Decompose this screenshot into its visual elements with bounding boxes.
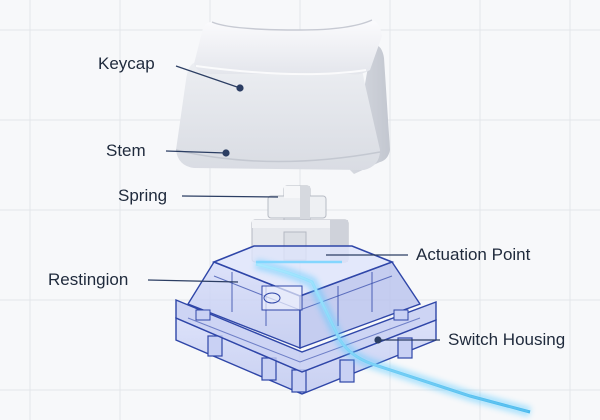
restingion-label: Restingion — [48, 270, 129, 289]
spring-leader — [181, 195, 279, 198]
keycap-label: Keycap — [98, 54, 155, 73]
stem-leader — [165, 150, 227, 154]
leader-lines — [147, 65, 440, 344]
restingion-leader — [147, 279, 239, 283]
switch-housing-label: Switch Housing — [448, 330, 566, 349]
actuation-point-label: Actuation Point — [416, 245, 531, 264]
stem-label: Stem — [106, 141, 146, 160]
keycap-shape — [175, 19, 390, 174]
keycap-leader — [175, 65, 241, 89]
actuation-light-path — [254, 259, 532, 417]
stem-shape — [267, 185, 327, 231]
switch-housing-shape — [175, 245, 437, 395]
spring-label: Spring — [118, 186, 168, 205]
